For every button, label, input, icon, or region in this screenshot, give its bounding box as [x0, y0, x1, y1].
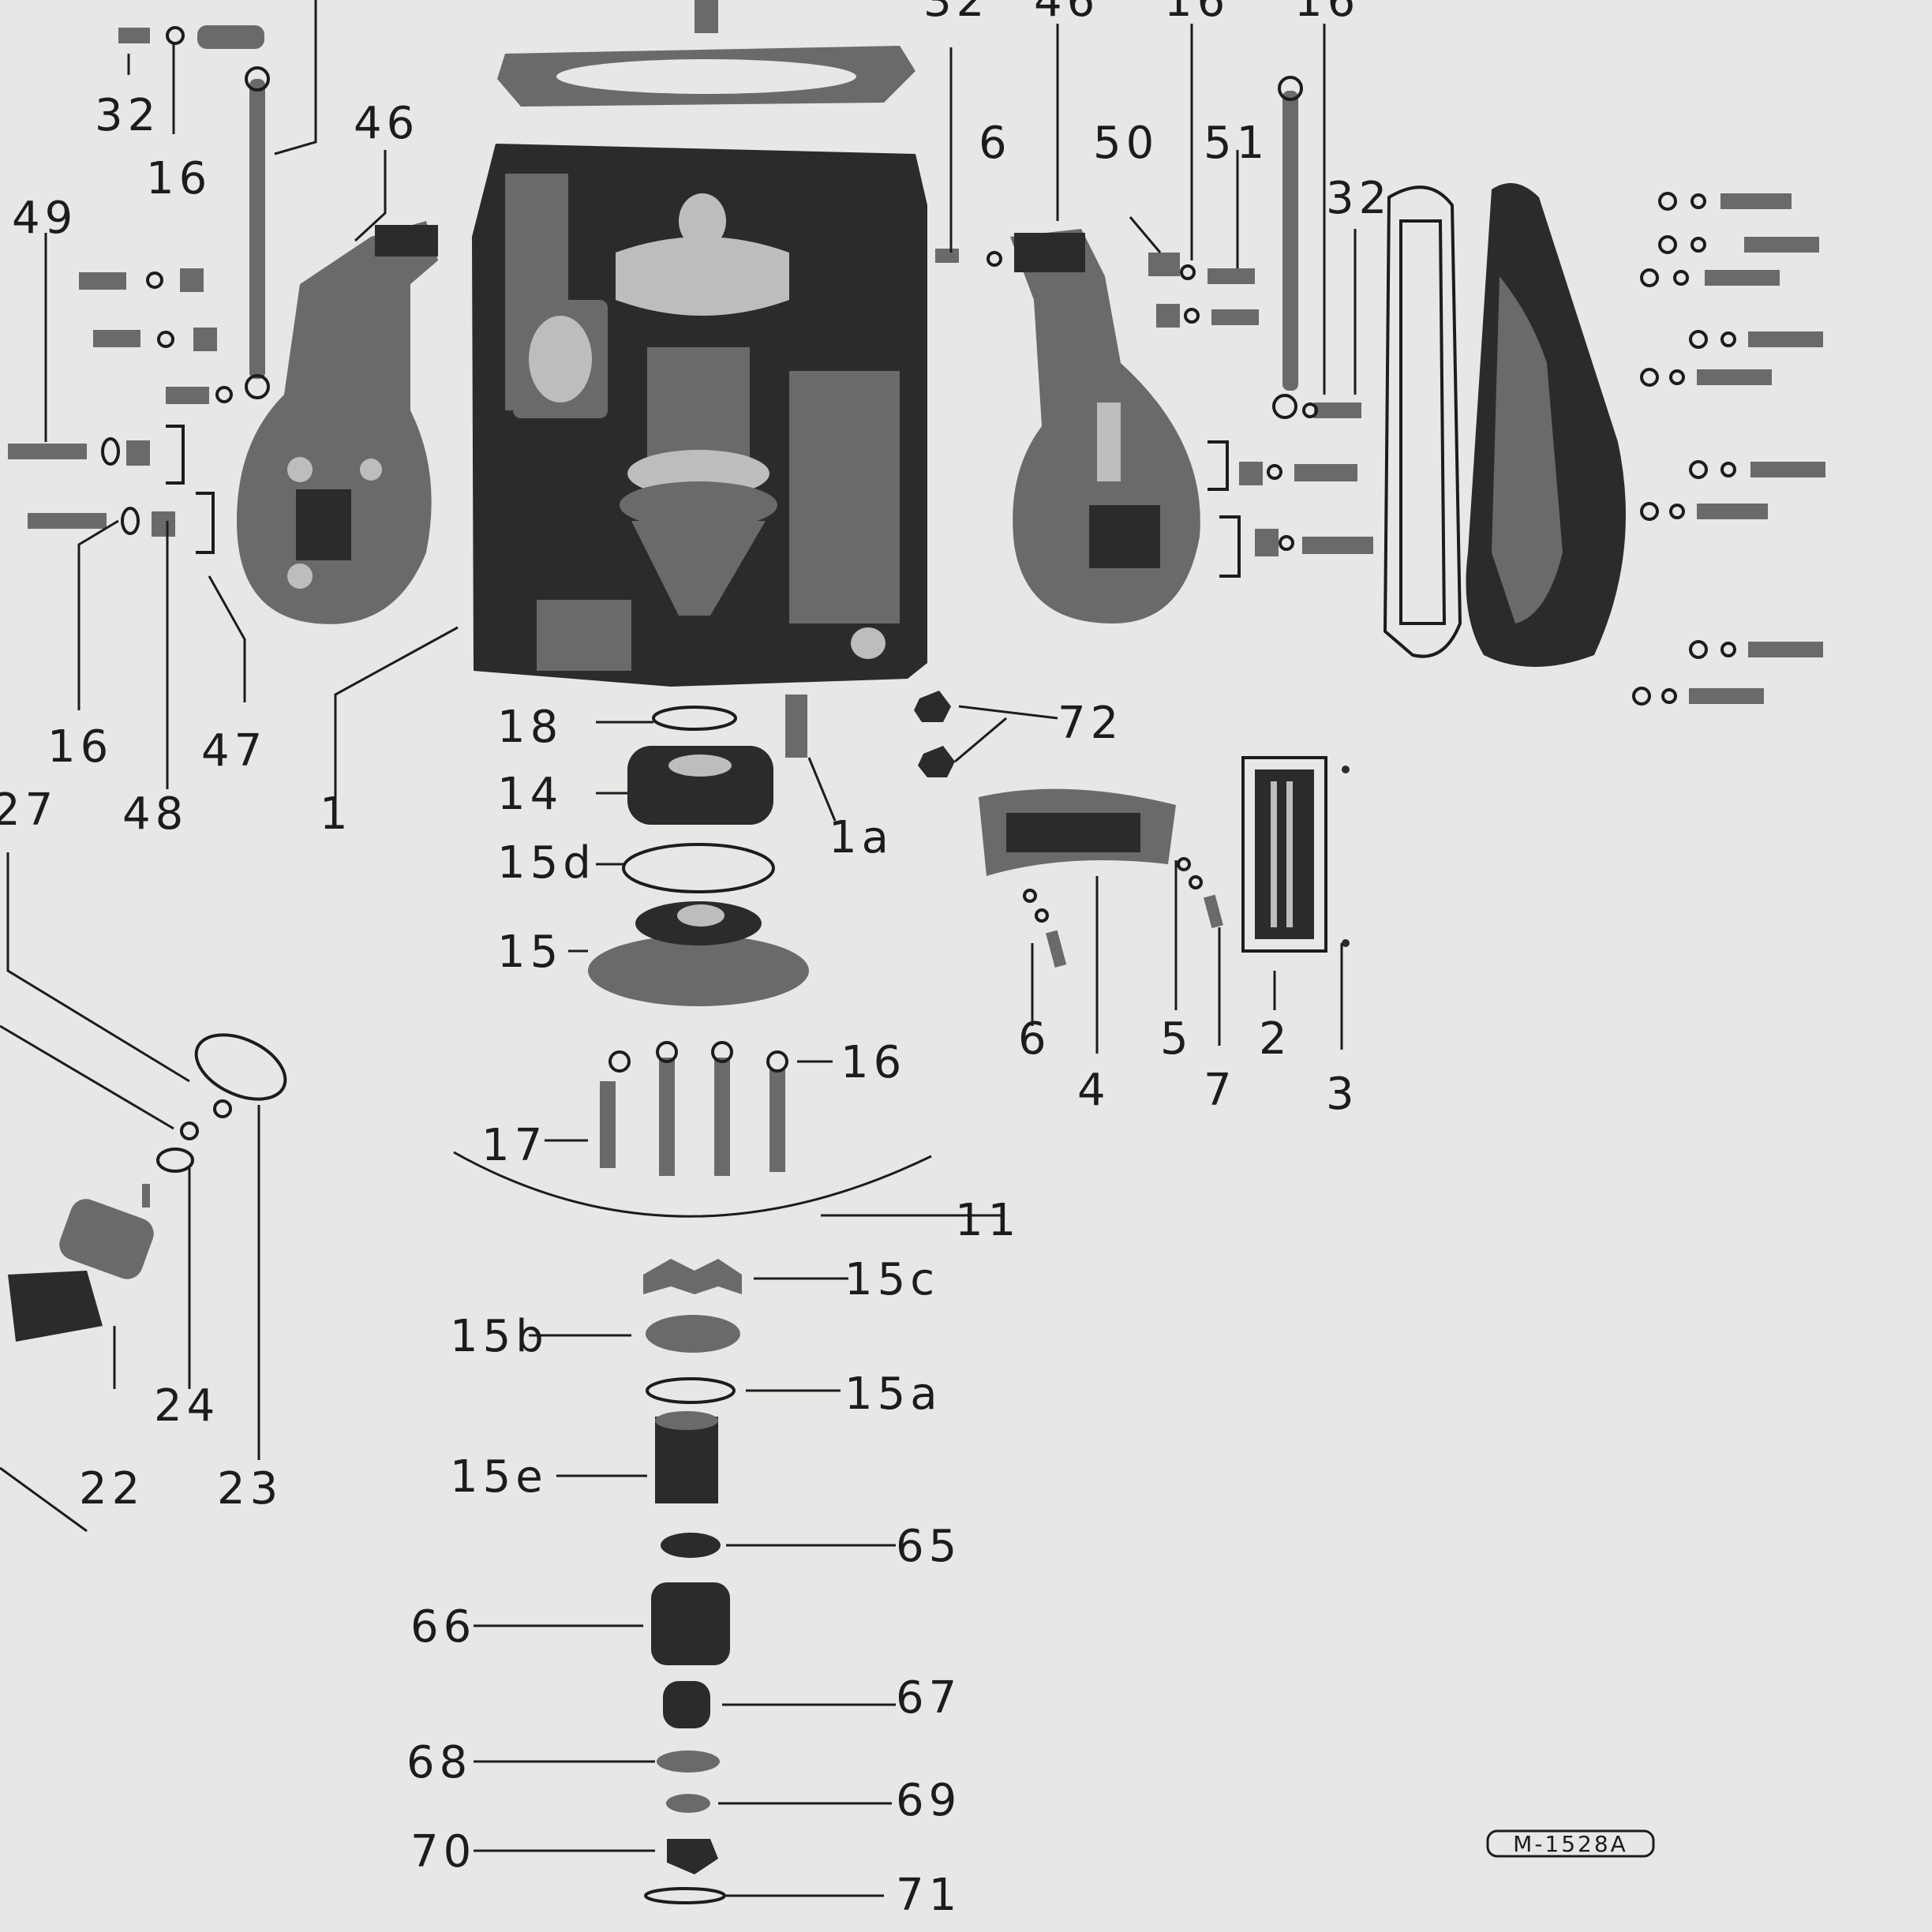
- label-46: 46: [1034, 0, 1099, 27]
- label-1: 1: [320, 788, 353, 840]
- label-17: 17: [481, 1120, 547, 1171]
- main-housing: [472, 144, 927, 687]
- rear-cover-screws: [1632, 192, 1825, 706]
- label-15c: 15c: [844, 1254, 939, 1305]
- lock-wire-arc: [453, 1151, 932, 1218]
- center-stack: [588, 695, 809, 1006]
- drawing-number-text: M-1528A: [1513, 1831, 1628, 1857]
- plate-screws: [1023, 766, 1350, 968]
- label-6: 6: [1018, 1013, 1051, 1065]
- left-side-cover: [237, 221, 438, 624]
- label-23: 23: [217, 1463, 283, 1515]
- label-24: 24: [154, 1380, 219, 1432]
- instruction-plate: [1241, 756, 1327, 953]
- label-16: 16: [146, 153, 212, 204]
- drawing-number: M-1528A: [1486, 1829, 1655, 1858]
- label-14: 14: [497, 769, 563, 820]
- label-4: 4: [1077, 1065, 1110, 1116]
- label-72: 72: [1058, 698, 1123, 749]
- bearing-screws: [600, 1041, 788, 1176]
- right-side-cover: [1010, 229, 1200, 623]
- left-link-rod: [245, 66, 270, 399]
- right-hardware: [935, 249, 1373, 578]
- label-22: 22: [79, 1463, 144, 1515]
- lower-stack: [643, 1259, 742, 1904]
- label-48: 48: [122, 788, 188, 840]
- label-16: 16: [47, 721, 113, 773]
- label-16: 16: [1294, 0, 1360, 27]
- label-18: 18: [497, 702, 563, 753]
- label-51: 51: [1204, 118, 1269, 169]
- label-7: 7: [1204, 1065, 1237, 1116]
- label-69: 69: [896, 1775, 961, 1826]
- label-16: 16: [841, 1037, 906, 1088]
- filler-assembly: [8, 1033, 287, 1342]
- right-link-rod: [1272, 76, 1303, 419]
- label-67: 67: [896, 1672, 961, 1724]
- top-gasket: [497, 0, 915, 107]
- leader-lines: [0, 0, 1357, 1897]
- rear-gasket: [1383, 185, 1462, 658]
- label-47: 47: [201, 725, 267, 777]
- label-5: 5: [1160, 1013, 1193, 1065]
- label-50: 50: [1093, 118, 1159, 169]
- label-15d: 15d: [497, 837, 596, 889]
- label-2: 2: [1259, 1013, 1292, 1065]
- label-32: 32: [95, 90, 160, 141]
- label-15a: 15a: [844, 1368, 942, 1420]
- left-hardware: [8, 25, 264, 554]
- label-27: 27: [0, 784, 58, 836]
- label-15e: 15e: [450, 1451, 548, 1503]
- label-70: 70: [410, 1826, 476, 1878]
- label-3: 3: [1326, 1069, 1359, 1120]
- part-labels: 32 16 46 49 16 48 47 1 27 32 46 16 16 6 …: [0, 0, 1391, 1921]
- label-46: 46: [354, 98, 419, 149]
- plugs: [914, 691, 955, 777]
- label-15b: 15b: [450, 1311, 549, 1362]
- label-68: 68: [406, 1737, 472, 1788]
- label-66: 66: [410, 1601, 476, 1653]
- rear-cover: [1466, 183, 1626, 667]
- label-11: 11: [955, 1195, 1020, 1246]
- label-16: 16: [1164, 0, 1230, 27]
- label-32: 32: [923, 0, 989, 27]
- label-1a: 1a: [829, 812, 893, 863]
- label-6: 6: [979, 118, 1012, 169]
- label-71: 71: [896, 1870, 961, 1921]
- label-32: 32: [1326, 173, 1391, 224]
- warning-plate: [979, 788, 1176, 876]
- label-65: 65: [896, 1521, 961, 1572]
- label-49: 49: [12, 193, 77, 244]
- label-15: 15: [497, 927, 563, 978]
